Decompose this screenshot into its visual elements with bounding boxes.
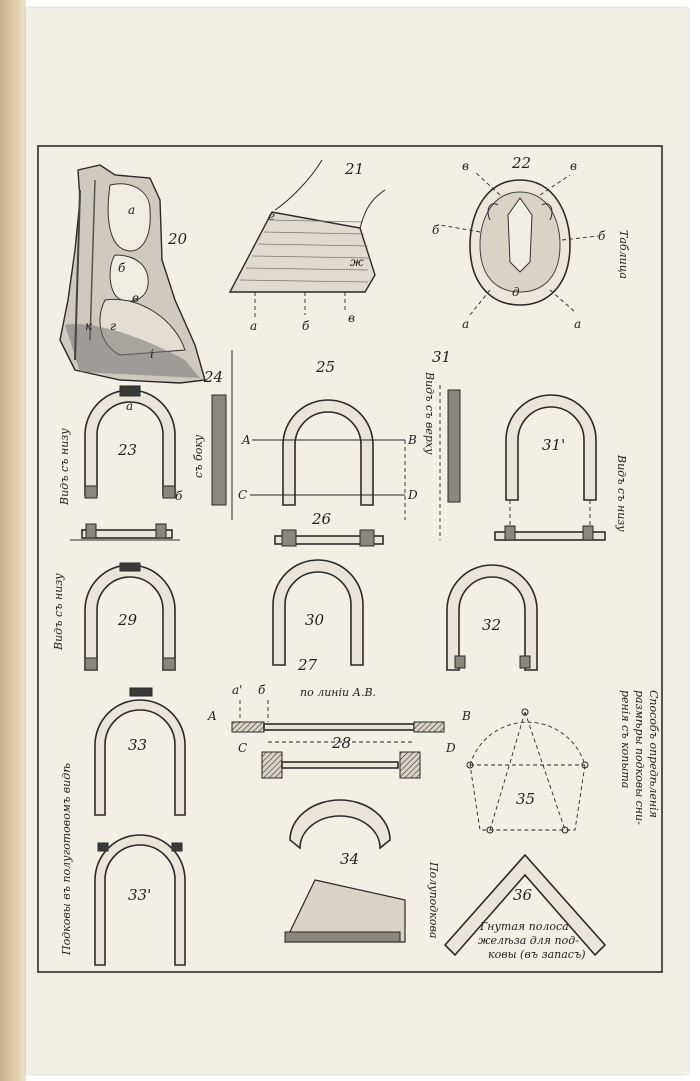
label-g: г [110,319,116,333]
figure-number-27: 27 [297,656,318,674]
plate-frame [37,145,663,973]
figure-34-half-shoe: 34 Полуподкова [284,799,440,943]
figure-21-hoof-side: а б в е ж 21 [228,159,386,333]
label-v: в [132,291,139,305]
label-25-C: C [238,488,247,502]
figure-30-shoe: 30 [272,559,364,666]
figure-31-shoe-side: 31 Видъ съ верху [423,348,461,540]
label-22-d: д [512,285,520,299]
book-binding [0,0,26,1081]
figure-number-33: 33 [128,736,147,754]
caption-view-from-below: Видъ съ низу [58,428,71,506]
label-21-b: б [302,319,310,333]
caption-along-line: по линіи А.В. [300,686,376,699]
caption-view-from-below-29: Видъ съ низу [52,573,65,651]
bent-bar-line-1: Гнутая полоса [479,920,569,933]
figure-22-hoof-sole: в в б б а а д 22 Таблица [432,154,630,331]
figure-number-31p: 31' [542,436,565,454]
figure-number-30: 30 [305,611,325,629]
label-22-b-left: б [432,223,440,237]
figure-number-21: 21 [344,160,364,178]
label-21-zh: ж [350,255,364,269]
figure-number-36: 36 [513,886,533,904]
label-23-a: а [126,399,133,413]
figure-number-33p: 33' [128,886,151,904]
plate-label: Таблица [617,230,630,279]
caption-view-from-above: Видъ съ верху [423,371,436,455]
figure-number-26: 26 [311,510,332,528]
label-21-e: е [268,209,275,223]
figure-number-25: 25 [315,358,335,376]
bent-bar-line-2: желѣза для под- [478,934,579,947]
figure-36-bent-bar: 36 Гнутая полоса желѣза для под- ковы (в… [443,853,607,961]
figure-35-measure-diagram: 35 Способъ опредѣленія размѣры подковы с… [466,690,660,834]
figure-23-profile [70,523,180,541]
figure-number-24: 24 [203,368,223,386]
label-27-D: D [445,741,456,755]
figure-number-32: 32 [482,616,501,634]
caption-half-finished: Подковы въ полуготовомъ видѣ [60,763,73,956]
figure-33p-shoe: 33' [94,834,186,966]
figure-number-35: 35 [516,790,535,808]
label-23-b: б [175,489,183,503]
measure-note-line-1: Способъ опредѣленія [647,690,660,818]
caption-half-shoe: Полуподкова [427,861,440,938]
figure-number-34: 34 [340,850,359,868]
label-k: к [85,319,93,333]
label-a: а [128,203,135,217]
label-25-A: A [241,433,251,447]
measure-note-line-3: ренія съ копыта [619,690,632,788]
figure-27-28-shoe-section: 27 по линіи А.В. а' б C D B 28 [231,656,471,779]
measure-note-line-2: размѣры подковы сни- [633,690,646,825]
label-i: і [150,347,154,361]
label-22-b-right: б [598,229,606,243]
figure-23-shoe-bottom: а б 23 Видъ съ низу съ боку [58,385,205,506]
figure-number-31: 31 [432,348,451,366]
label-22-a-right: а [574,317,581,331]
label-21-v: в [348,311,355,325]
label-a-prime: а' [232,683,242,697]
caption-view-from-below-right: Видъ съ низу [615,454,628,532]
figure-20-hoof-section: а б в г к і 20 [59,164,206,384]
label-25-D: D [407,488,418,502]
figure-24-shoe-side: 24 [203,350,233,520]
bent-bar-line-3: ковы (въ запасъ) [488,948,586,961]
label-22-v-left: в [462,159,469,173]
label-25-B: B [407,433,417,447]
label-22-v-right: в [570,159,577,173]
label-27-B: B [461,709,471,723]
label-33-A: A [207,709,217,723]
figure-number-28: 28 [331,734,351,752]
figure-number-29: 29 [117,611,138,629]
label-22-a-left: а [462,317,469,331]
figure-number-23: 23 [117,441,137,459]
label-27-b: б [258,683,266,697]
figure-number-20: 20 [167,230,188,248]
caption-view-from-side: съ боку [192,434,205,478]
figure-33-shoe-half-finished: 33 A Подковы въ полуготовомъ видѣ [60,687,217,956]
label-21-a: а [250,319,257,333]
label-b: б [118,261,126,275]
figure-25-shoe-plan: A B C D 25 [238,358,418,520]
figure-29-shoe: 29 Видъ съ низу [52,562,176,671]
figure-31p-shoe-bottom: 31' Видъ съ низу [494,394,628,541]
label-27-C: C [238,741,247,755]
figure-26-shoe-profile: 26 [274,510,384,547]
figure-32-shoe: 32 [446,564,538,671]
figure-number-22: 22 [511,154,531,172]
